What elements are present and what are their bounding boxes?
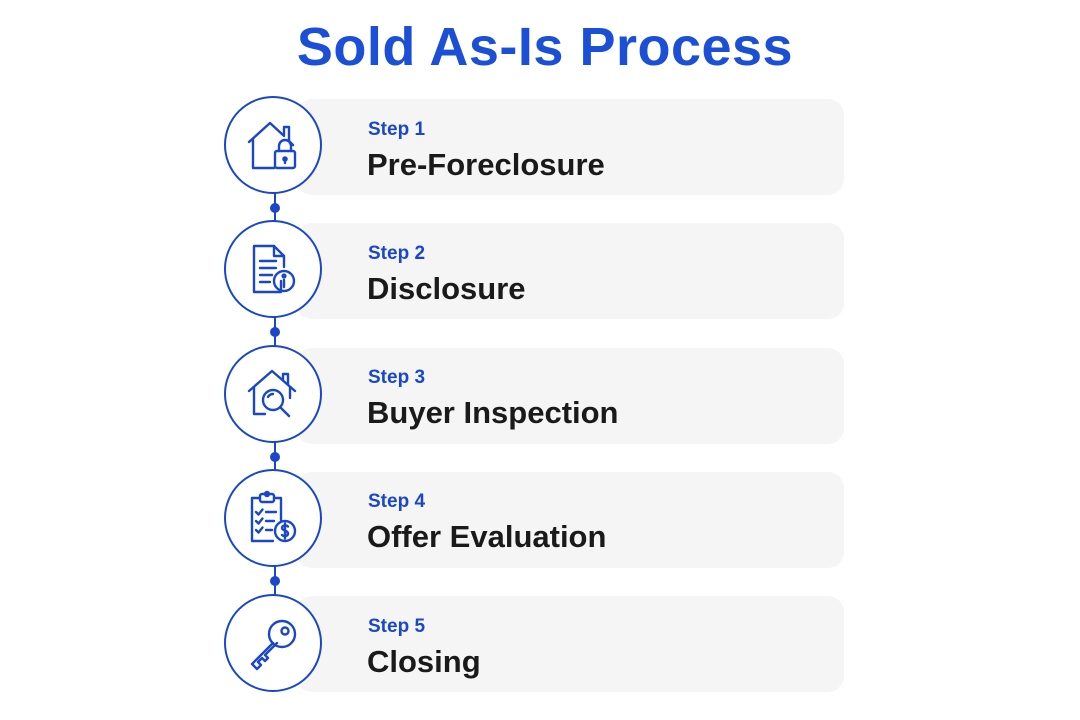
step-icon-circle xyxy=(224,96,322,194)
step-label: Step 4 xyxy=(368,491,426,512)
step-name: Pre-Foreclosure xyxy=(367,147,605,182)
step-name: Closing xyxy=(367,644,481,679)
clipboard-dollar-icon xyxy=(250,490,297,543)
step-icon-circle xyxy=(224,220,322,318)
step-icon-circle xyxy=(224,345,322,443)
step-label: Step 3 xyxy=(368,367,426,388)
page-title: Sold As-Is Process xyxy=(296,17,794,77)
step-icon-circle xyxy=(224,469,322,567)
connector-dot xyxy=(270,576,280,586)
key-icon xyxy=(250,619,297,671)
step-card xyxy=(296,99,844,195)
connector-dot xyxy=(270,203,280,213)
step-name: Buyer Inspection xyxy=(367,395,619,430)
step-card xyxy=(296,596,844,692)
step-card xyxy=(296,472,844,568)
step-label: Step 2 xyxy=(368,243,426,264)
connector-dot xyxy=(270,452,280,462)
step-icon-circle xyxy=(224,594,322,692)
document-info-icon xyxy=(252,244,296,294)
step-name: Disclosure xyxy=(367,271,526,306)
connector-dot xyxy=(270,327,280,337)
step-card xyxy=(296,223,844,319)
step-name: Offer Evaluation xyxy=(367,519,607,554)
step-label: Step 1 xyxy=(368,119,426,140)
house-lock-icon xyxy=(247,121,297,170)
step-card xyxy=(296,348,844,444)
step-label: Step 5 xyxy=(368,616,426,637)
house-search-icon xyxy=(247,369,297,418)
